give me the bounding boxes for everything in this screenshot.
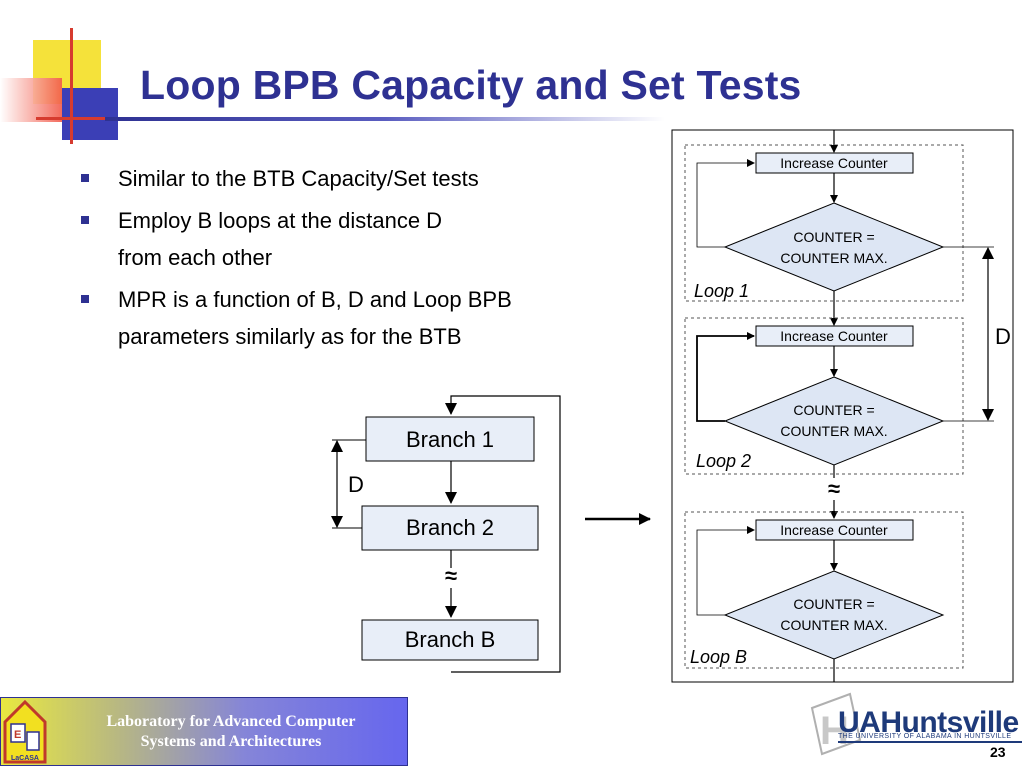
- lab-name: Laboratory for Advanced Computer Systems…: [70, 712, 392, 752]
- bullet-text: parameters similarly as for the BTB: [118, 324, 462, 349]
- decor-red-vline: [70, 28, 73, 144]
- logo-text: LaCASA: [11, 755, 39, 762]
- bullet-square-icon: [81, 295, 89, 303]
- branch2-label: Branch 2: [406, 515, 494, 540]
- loop1-region: [684, 144, 964, 302]
- bullet-item: Similar to the BTB Capacity/Set tests: [78, 160, 598, 197]
- bullet-square-icon: [81, 174, 89, 182]
- loopB-cond-line1: COUNTER =: [793, 596, 874, 612]
- loop2-label: Loop 2: [696, 451, 751, 471]
- loop-back-line: [445, 395, 561, 673]
- bullet-text: MPR is a function of B, D and Loop BPB: [118, 287, 512, 312]
- branch2-box: [361, 505, 539, 551]
- loop1-cond-line1: COUNTER =: [793, 229, 874, 245]
- loop2-region: [684, 317, 964, 475]
- distance-label: D: [995, 324, 1011, 349]
- loop2-cond-line1: COUNTER =: [793, 402, 874, 418]
- lab-name-line1: Laboratory for Advanced Computer: [106, 713, 356, 730]
- page-title: Loop BPB Capacity and Set Tests: [140, 62, 802, 108]
- bullet-list: Similar to the BTB Capacity/Set tests Em…: [78, 160, 598, 360]
- svg-text:E: E: [14, 729, 21, 741]
- loop2-step-label: Increase Counter: [780, 328, 888, 344]
- uah-emblem-icon: H: [810, 692, 862, 756]
- loop1-label: Loop 1: [694, 281, 749, 301]
- decor-red-hline: [36, 117, 106, 120]
- loop1-step-label: Increase Counter: [780, 155, 888, 171]
- loop1-decision: [723, 202, 945, 292]
- branchB-box: [361, 619, 539, 661]
- gap-symbol: ≈: [445, 563, 457, 588]
- bullet-text: Similar to the BTB Capacity/Set tests: [118, 166, 479, 191]
- loopB-back-edge: [696, 526, 755, 616]
- bullet-item: MPR is a function of B, D and Loop BPB p…: [78, 281, 598, 355]
- bullet-square-icon: [81, 216, 89, 224]
- loopB-step-label: Increase Counter: [780, 522, 888, 538]
- bullet-text: Employ B loops at the distance D: [118, 208, 443, 233]
- loopB-region: [684, 511, 964, 669]
- title-underline: [105, 117, 665, 121]
- university-name: UAHuntsville: [838, 706, 1019, 739]
- university-underline: [838, 741, 1022, 743]
- footer-lab-banner: [0, 697, 408, 766]
- distance-label: D: [348, 472, 364, 497]
- branch-loop-diagram: Branch 1 Branch 2 ≈ Branch B D: [331, 395, 561, 673]
- loop1-cond-line2: COUNTER MAX.: [780, 250, 887, 266]
- loopB-decision: [723, 570, 945, 660]
- loopB-cond-line2: COUNTER MAX.: [780, 617, 887, 633]
- branchB-label: Branch B: [405, 627, 496, 652]
- branch1-label: Branch 1: [406, 427, 494, 452]
- bullet-item: Employ B loops at the distance D from ea…: [78, 202, 598, 276]
- lacasa-logo: E LaCASA: [3, 700, 47, 764]
- loop2-cond-line2: COUNTER MAX.: [780, 423, 887, 439]
- lab-name-line2: Systems and Architectures: [140, 733, 322, 750]
- page-number: 23: [990, 744, 1006, 760]
- loopB-label: Loop B: [690, 647, 747, 667]
- loop-flowchart: Increase Counter COUNTER = COUNTER MAX. …: [671, 129, 1014, 683]
- flowchart-frame: [671, 129, 1014, 683]
- decor-red-square: [0, 78, 62, 122]
- loop2-decision: [723, 376, 945, 466]
- loop2-back-edge: [696, 332, 755, 422]
- branch1-box: [365, 416, 535, 462]
- bullet-text: from each other: [118, 245, 273, 270]
- university-subtitle: THE UNIVERSITY OF ALABAMA IN HUNTSVILLE: [838, 733, 1012, 740]
- gap-symbol: ≈: [828, 476, 840, 501]
- loop1-back-edge: [696, 159, 755, 248]
- svg-text:H: H: [820, 709, 849, 753]
